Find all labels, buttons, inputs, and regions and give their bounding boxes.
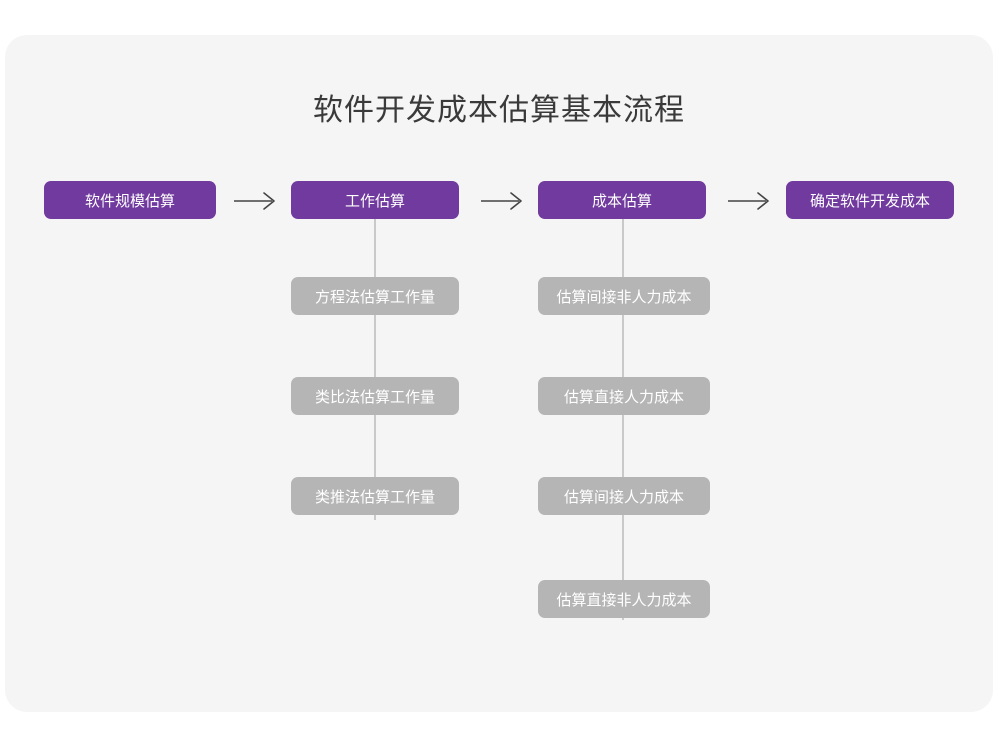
node-stage-2-substep-2-label: 类比法估算工作量	[314, 388, 435, 406]
node-stage-2[interactable]: 工作估算	[291, 181, 459, 219]
node-stage-3-substep-1[interactable]: 估算间接非人力成本	[538, 277, 710, 315]
node-stage-3-substep-1-label: 估算间接非人力成本	[556, 288, 692, 306]
node-stage-4-label: 确定软件开发成本	[809, 192, 930, 210]
diagram-card: 软件开发成本估算基本流程 软件规模估算 工作估算 成本估算	[5, 35, 993, 712]
connector-line-stage2	[374, 215, 376, 520]
node-stage-2-substep-3-label: 类推法估算工作量	[314, 488, 435, 506]
node-stage-2-label: 工作估算	[344, 192, 405, 210]
node-stage-3[interactable]: 成本估算	[538, 181, 706, 219]
node-stage-4[interactable]: 确定软件开发成本	[786, 181, 954, 219]
node-stage-1[interactable]: 软件规模估算	[44, 181, 216, 219]
node-stage-3-substep-3-label: 估算间接人力成本	[563, 488, 684, 506]
node-stage-1-label: 软件规模估算	[84, 192, 175, 210]
node-stage-2-substep-2[interactable]: 类比法估算工作量	[291, 377, 459, 415]
node-stage-2-substep-1-label: 方程法估算工作量	[314, 288, 435, 306]
node-stage-3-label: 成本估算	[591, 192, 652, 210]
node-stage-3-substep-2[interactable]: 估算直接人力成本	[538, 377, 710, 415]
right-arrow-icon-1	[232, 190, 282, 212]
node-stage-3-substep-4-label: 估算直接非人力成本	[556, 591, 692, 609]
node-stage-3-substep-3[interactable]: 估算间接人力成本	[538, 477, 710, 515]
node-stage-3-substep-4[interactable]: 估算直接非人力成本	[538, 580, 710, 618]
right-arrow-icon-3	[726, 190, 776, 212]
node-stage-2-substep-1[interactable]: 方程法估算工作量	[291, 277, 459, 315]
page-title: 软件开发成本估算基本流程	[313, 94, 685, 127]
node-stage-3-substep-2-label: 估算直接人力成本	[563, 388, 684, 406]
right-arrow-icon-2	[479, 190, 529, 212]
flowchart-canvas: 软件开发成本估算基本流程 软件规模估算 工作估算 成本估算	[5, 35, 993, 712]
node-stage-2-substep-3[interactable]: 类推法估算工作量	[291, 477, 459, 515]
connector-line-stage3	[622, 215, 624, 620]
